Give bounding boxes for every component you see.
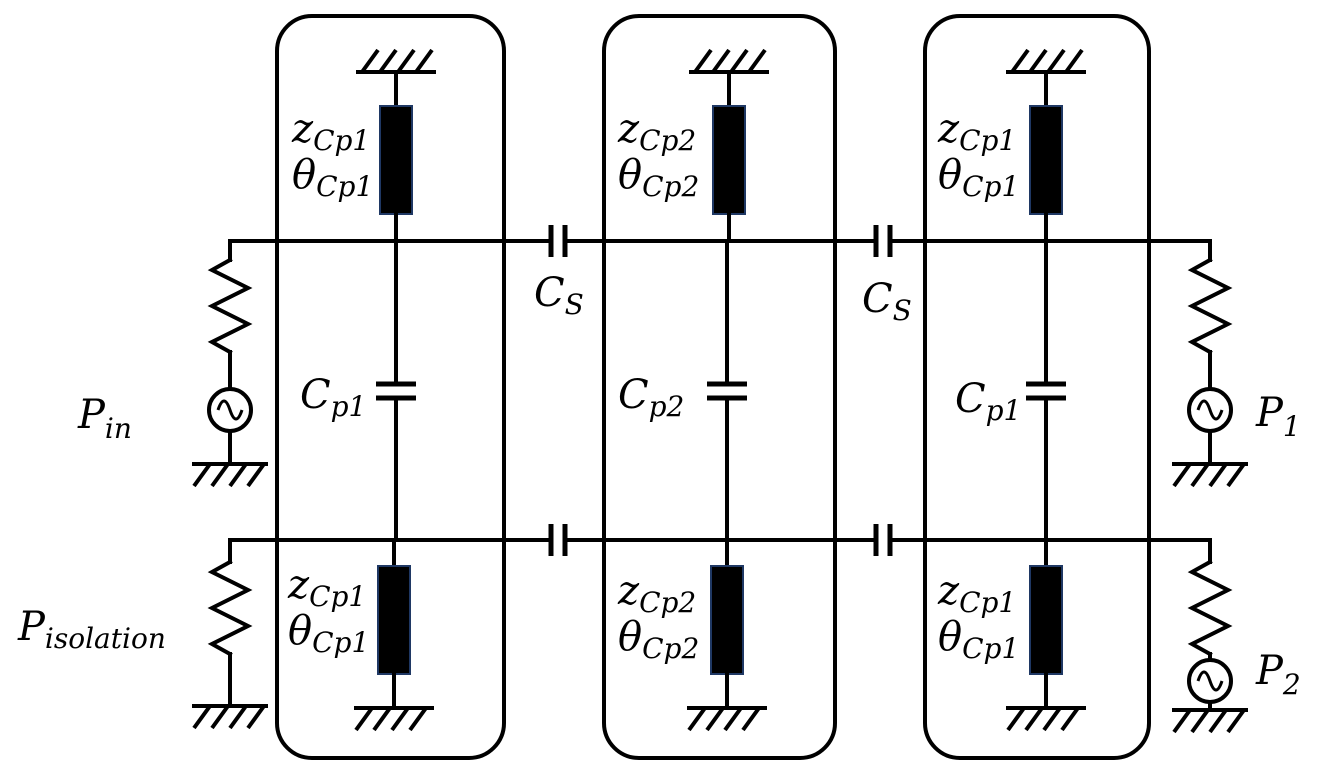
- label-port-isolation: Pisolation: [17, 604, 166, 655]
- ground-icon: [1172, 462, 1248, 488]
- group-box-middle: [602, 14, 837, 760]
- label-z-bottom-middle: zCp2: [617, 568, 696, 619]
- label-theta-bottom-right: θCp1: [938, 614, 1019, 665]
- series-capacitor-top-right: [873, 225, 893, 257]
- bottom-stub-left: [377, 538, 411, 710]
- top-stub-left: [379, 70, 413, 243]
- bottom-stub-right: [1029, 538, 1063, 710]
- ground-icon: [356, 48, 436, 74]
- label-theta-top-middle: θCp2: [618, 152, 699, 203]
- label-z-bottom-right: zCp1: [937, 568, 1016, 619]
- ground-icon: [1006, 48, 1086, 74]
- group-box-left: [275, 14, 506, 760]
- ground-icon: [689, 48, 769, 74]
- ground-icon: [192, 704, 268, 730]
- label-port-2: P2: [1255, 648, 1301, 701]
- shunt-capacitor-middle: [707, 239, 747, 542]
- bottom-stub-middle: [710, 538, 744, 710]
- ground-icon: [354, 706, 434, 732]
- label-theta-top-right: θCp1: [938, 152, 1019, 203]
- series-capacitor-top-left: [548, 225, 568, 257]
- label-cs-left: CS: [534, 270, 584, 321]
- ac-source-icon: [1187, 658, 1233, 704]
- label-cp2-middle: Cp2: [618, 372, 684, 423]
- ac-source-icon: [207, 387, 253, 433]
- port-isolation-branch: [207, 538, 253, 708]
- ground-icon: [1172, 708, 1248, 734]
- label-z-top-middle: zCp2: [617, 106, 696, 157]
- port-1-branch: [1187, 239, 1233, 466]
- label-port-1: P1: [1255, 390, 1301, 443]
- series-capacitor-bottom-right: [873, 524, 893, 556]
- ground-icon: [687, 706, 767, 732]
- label-cs-right: CS: [862, 276, 912, 327]
- label-cp1-left: Cp1: [300, 372, 366, 423]
- label-theta-top-left: θCp1: [292, 152, 373, 203]
- label-z-top-left: zCp1: [291, 106, 370, 157]
- label-theta-bottom-left: θCp1: [288, 608, 369, 659]
- label-theta-bottom-middle: θCp2: [618, 614, 699, 665]
- label-cp1-right: Cp1: [955, 376, 1021, 427]
- shunt-capacitor-left: [376, 239, 416, 542]
- ground-icon: [192, 462, 268, 488]
- top-stub-middle: [712, 70, 746, 243]
- label-port-in: Pin: [77, 392, 132, 445]
- top-stub-right: [1029, 70, 1063, 243]
- label-z-bottom-left: zCp1: [287, 562, 366, 613]
- group-box-right: [923, 14, 1151, 760]
- label-z-top-right: zCp1: [937, 106, 1016, 157]
- port-in-branch: [207, 239, 253, 466]
- ground-icon: [1006, 706, 1086, 732]
- series-capacitor-bottom-left: [548, 524, 568, 556]
- shunt-capacitor-right: [1026, 239, 1066, 542]
- ac-source-icon: [1187, 387, 1233, 433]
